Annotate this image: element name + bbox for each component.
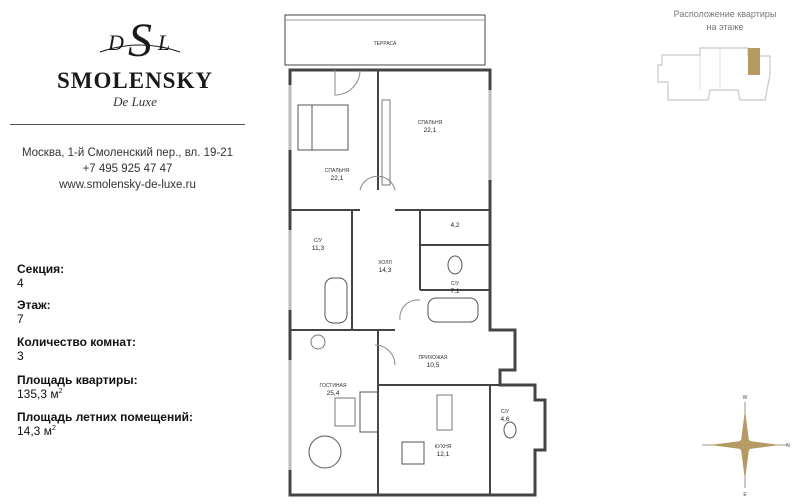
outer-walls — [288, 68, 547, 497]
compass-s-label: E — [743, 492, 747, 498]
brand-name: SMOLENSKY — [57, 68, 213, 93]
room-kitchen-area: 12,1 — [437, 451, 450, 458]
compass-rose: W E S N — [700, 395, 790, 498]
floor-location-map — [657, 47, 771, 101]
apartment-area-value: 135,3 м2 — [17, 387, 63, 401]
terrace-area — [284, 14, 486, 66]
room-bathroom1-area: 11,3 — [312, 245, 325, 252]
phone-text: +7 495 925 47 47 — [82, 163, 173, 175]
rooms-count-value: 3 — [17, 349, 24, 363]
room-living-area: 25,4 — [327, 390, 340, 397]
svg-text:L: L — [157, 30, 170, 55]
location-title: Расположение квартиры на этаже — [650, 8, 800, 34]
room-entrance-label: ПРИХОЖАЯ — [418, 355, 447, 361]
room-bedroom1-label: СПАЛЬНЯ — [325, 168, 350, 174]
floor-plan: ТЕРРАСА СПАЛЬНЯ 22,1 СПАЛЬНЯ 22,1 С/У 11… — [284, 14, 547, 497]
compass-e-label: N — [786, 443, 790, 449]
divider — [10, 124, 245, 125]
location-title-line2: на этаже — [706, 22, 744, 32]
room-bedroom2-area: 22,1 — [424, 127, 437, 134]
room-bathroom2-label: С/У — [451, 281, 460, 287]
summer-area-value: 14,3 м2 — [17, 424, 56, 438]
room-hall-label: ХОЛЛ — [378, 260, 392, 266]
room-storage-area: 4,2 — [450, 222, 459, 229]
rooms-count-label: Количество комнат: — [17, 335, 136, 349]
section-label: Секция: — [17, 262, 65, 276]
room-bathroom3-area: 4,6 — [500, 416, 509, 423]
room-bathroom1-label: С/У — [314, 238, 323, 244]
room-bedroom2-label: СПАЛЬНЯ — [418, 120, 443, 126]
section-value: 4 — [17, 276, 24, 290]
apartment-area-label: Площадь квартиры: — [17, 373, 138, 387]
room-entrance-area: 10,5 — [427, 362, 440, 369]
apartment-highlight — [748, 48, 760, 75]
monogram-logo: S D L — [99, 14, 181, 67]
summer-area-label: Площадь летних помещений: — [17, 410, 193, 424]
brand-subtitle: De Luxe — [113, 94, 157, 109]
room-bathroom3-label: С/У — [501, 409, 510, 415]
room-bathroom2-area: 7,1 — [450, 288, 459, 295]
svg-text:D: D — [107, 30, 124, 55]
address-text: Москва, 1-й Смоленский пер., вл. 19-21 — [21, 147, 234, 159]
compass-n-label: W — [743, 395, 748, 401]
room-kitchen-label: КУХНЯ — [435, 444, 452, 450]
room-terrace-label: ТЕРРАСА — [374, 41, 397, 47]
svg-text:S: S — [128, 14, 152, 67]
brand-logo: S D L SMOLENSKY De Luxe — [40, 8, 230, 118]
room-living-label: ГОСТИНАЯ — [320, 383, 347, 389]
floor-value: 7 — [17, 312, 24, 326]
room-hall-area: 14,3 — [379, 267, 392, 274]
floor-label: Этаж: — [17, 298, 51, 312]
room-bedroom1-area: 22,1 — [331, 175, 344, 182]
location-title-line1: Расположение квартиры — [673, 9, 777, 19]
website-link[interactable]: www.smolensky-de-luxe.ru — [59, 179, 196, 191]
